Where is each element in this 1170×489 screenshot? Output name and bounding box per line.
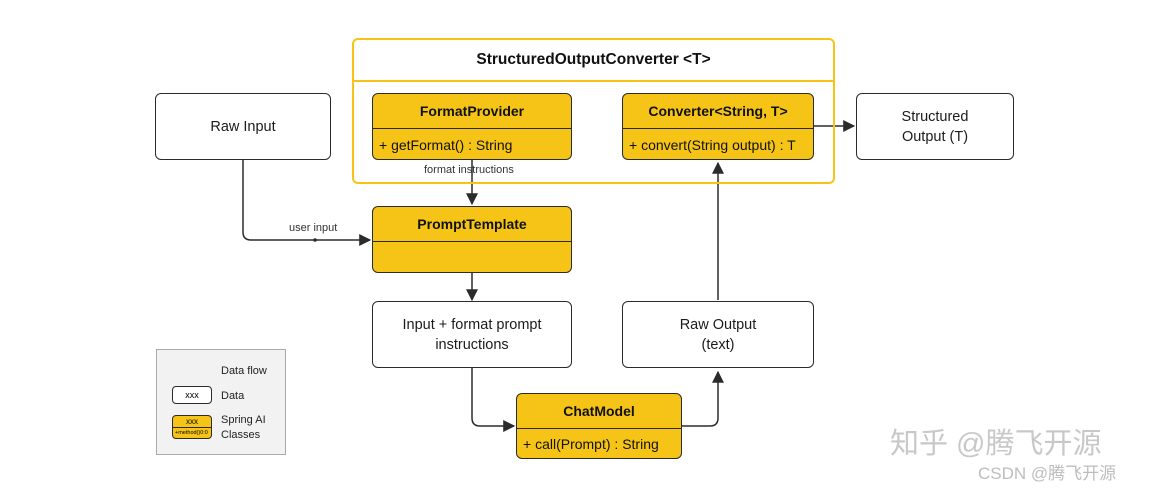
structured-output-converter-title: StructuredOutputConverter <T> <box>354 40 833 82</box>
edge-chatmodel-to-rawoutput <box>682 370 724 427</box>
raw-input-label: Raw Input <box>210 118 276 135</box>
user-input-label: user input <box>289 222 338 234</box>
chat-model-method: + call(Prompt) : String <box>523 436 659 452</box>
format-provider-method: + getFormat() : String <box>379 136 513 153</box>
structured-output-converter-container: StructuredOutputConverter <T> <box>352 38 835 184</box>
structured-output-node: Structured Output (T) <box>856 93 1014 160</box>
raw-output-node: Raw Output (text) <box>622 301 814 368</box>
prompt-template-name: PromptTemplate <box>373 207 571 242</box>
zhihu-watermark: 知乎 @腾飞开源 <box>890 428 1102 460</box>
chat-model-name: ChatModel <box>517 394 681 429</box>
input-format-prompt-node: Input + format prompt instructions <box>372 301 572 368</box>
format-instructions-label: format instructions <box>424 164 514 176</box>
converter-method: + convert(String output) : T <box>629 136 796 153</box>
chat-model-class: ChatModel + call(Prompt) : String <box>516 393 682 459</box>
csdn-watermark: CSDN @腾飞开源 <box>978 464 1117 483</box>
converter-name: Converter<String, T> <box>623 94 813 129</box>
raw-output-line1: Raw Output <box>679 316 757 333</box>
legend-classes-line2: Classes <box>221 429 261 441</box>
legend-data-flow-label: Data flow <box>221 365 267 377</box>
format-provider-name: FormatProvider <box>373 94 571 129</box>
raw-input-node: Raw Input <box>155 93 331 160</box>
input-format-line2: instructions <box>435 336 509 353</box>
legend: Data flow xxx Data xxx +method()0:0 Spri… <box>156 349 286 455</box>
structured-output-line2: Output (T) <box>901 128 969 145</box>
prompt-template-class: PromptTemplate <box>372 206 572 273</box>
input-format-line1: Input + format prompt <box>402 316 542 333</box>
structured-output-line1: Structured <box>901 108 969 125</box>
format-provider-class: FormatProvider + getFormat() : String <box>372 93 572 160</box>
legend-classes-line1: Spring AI <box>221 414 266 426</box>
edge-input-to-chatmodel <box>471 368 516 432</box>
legend-class-sample: xxx +method()0:0 <box>172 415 212 439</box>
edge-rawinput-to-prompttemplate <box>242 160 372 246</box>
legend-class-sample-name: xxx <box>173 416 211 428</box>
legend-class-sample-method: +method()0:0 <box>175 430 208 436</box>
converter-class: Converter<String, T> + convert(String ou… <box>622 93 814 160</box>
user-input-dot <box>313 238 317 242</box>
legend-data-sample: xxx <box>172 386 212 404</box>
legend-data-label: Data <box>221 390 245 402</box>
raw-output-line2: (text) <box>701 336 735 353</box>
